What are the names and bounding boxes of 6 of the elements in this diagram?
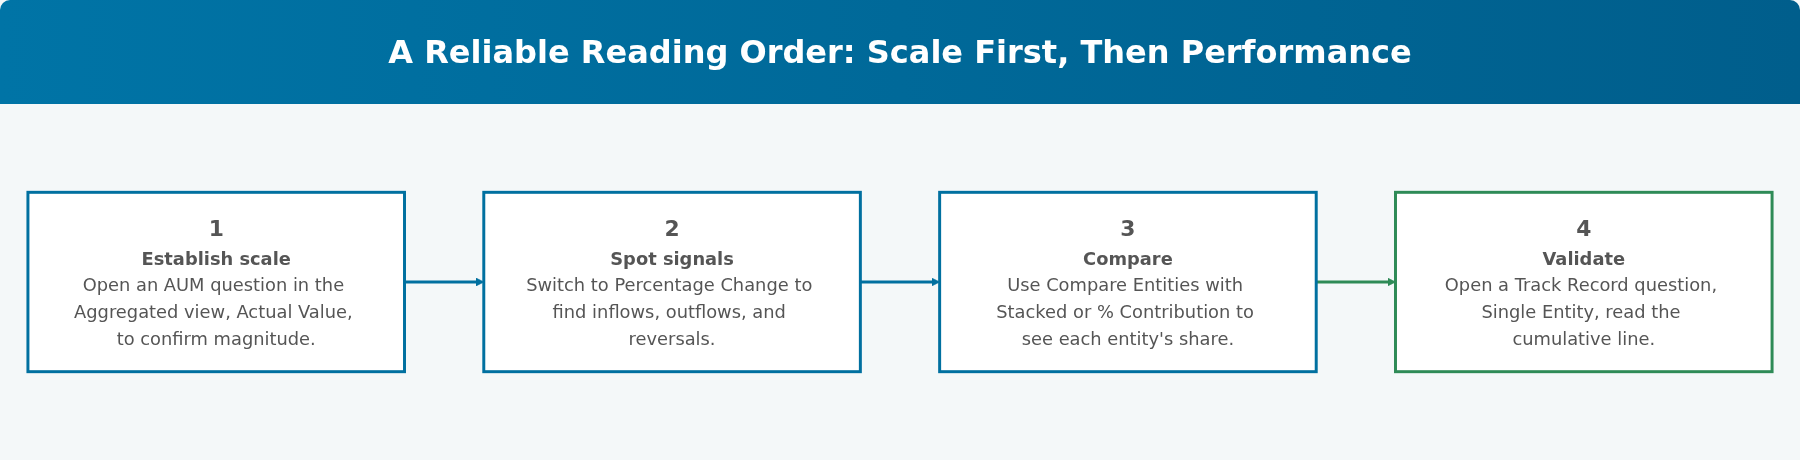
node-box: 3 Compare Use Compare Entities with Stacked or % Contribution to see each entity's share. <box>938 190 1318 374</box>
node-box: 4 Validate Open a Track Record question, Single Entity, read the cumulative line. <box>1394 190 1774 374</box>
node-box: 1 Establish scale Open an AUM question in the Aggregated view, Actual Value, to confirm magnitude. <box>26 190 406 374</box>
title: A Reliable Reading Order: Scale First, Then Performance <box>388 33 1412 71</box>
node-box: 2 Spot signals Switch to Percentage Change to find inflows, outflows, and reversals. <box>482 190 862 374</box>
arrow <box>1316 277 1396 287</box>
